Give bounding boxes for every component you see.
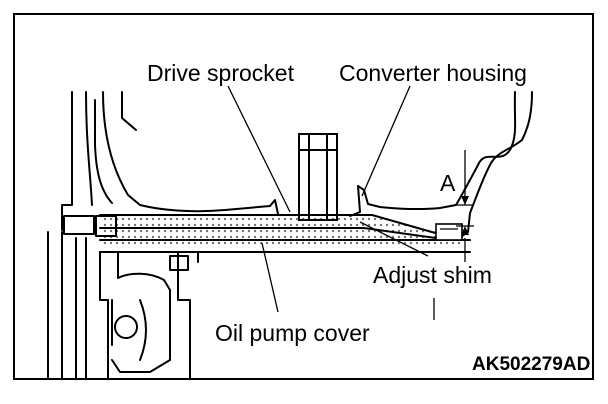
label-drive-sprocket: Drive sprocket [147,60,295,86]
label-oil-pump-cover: Oil pump cover [215,320,370,346]
leader-adjust-shim [359,221,429,257]
oil-pump-body [47,215,191,380]
converter-housing [349,91,533,237]
adjust-shim [435,223,463,241]
label-converter-housing: Converter housing [339,60,527,86]
leader-drive-sprocket [227,85,291,213]
transmission-case [61,91,279,231]
oil-pump-cover [99,214,471,263]
dimension-a-marker [456,150,474,262]
leader-oil-pump-cover [261,242,279,313]
label-adjust-shim: Adjust shim [373,262,492,288]
figure-border [13,13,594,380]
drive-sprocket-hub [298,133,338,221]
leader-converter-housing [361,85,411,197]
figure-code: AK502279AD [472,354,590,375]
label-dimension-a: A [440,170,456,196]
